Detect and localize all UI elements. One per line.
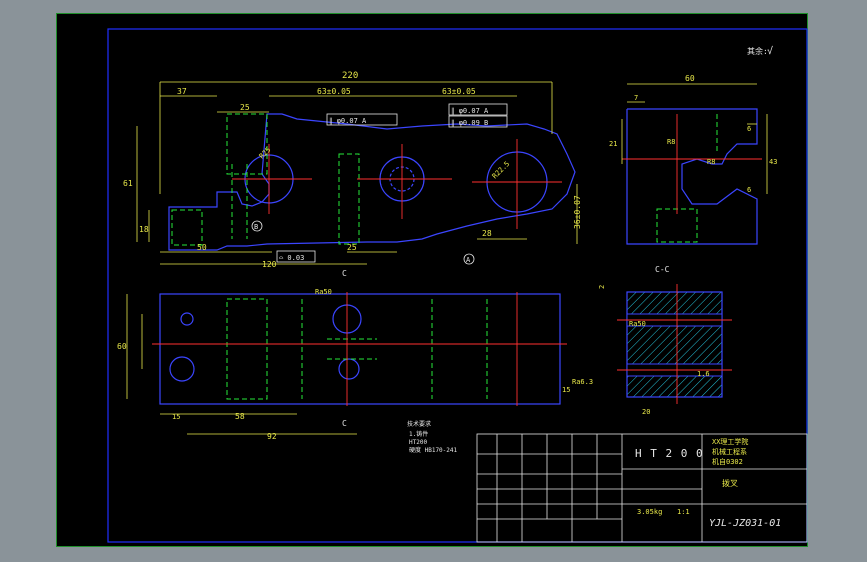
part-name: 拨叉 <box>722 478 738 488</box>
dim-92: 92 <box>267 432 277 441</box>
tech-req-3: 硬度 HB170-241 <box>409 446 458 454</box>
front-dimensions <box>136 81 578 265</box>
front-centerlines <box>232 139 562 229</box>
drawing-frame <box>107 28 808 543</box>
flatness-frame: ⌓ 0.03 <box>279 254 304 262</box>
top-dimensions <box>126 294 357 435</box>
dim-63a: 63±0.05 <box>317 87 351 96</box>
dim-25b: 25 <box>347 243 357 252</box>
dept: 机械工程系 <box>712 447 747 456</box>
drawing-viewport[interactable]: 220 37 63±0.05 63±0.05 25 61 18 50 120 2… <box>56 13 808 547</box>
drawing-number: YJL-JZ031-01 <box>709 518 781 529</box>
dim-58: 58 <box>235 412 245 421</box>
tol-frame-3: ∥ φ0.07 A <box>451 107 489 115</box>
dim-2: 2 <box>598 285 606 289</box>
tech-req-1: 1.铸件 <box>409 430 428 438</box>
material: H T 2 0 0 <box>635 447 704 460</box>
dim-61: 61 <box>123 179 133 188</box>
datum-a-symbol <box>463 253 475 265</box>
side-hidden <box>656 114 718 243</box>
roughness-mark: √ <box>767 45 773 57</box>
dim-r8a: R8 <box>667 138 675 146</box>
dim-15a: 15 <box>172 413 180 421</box>
cut-c-top: C <box>342 269 347 278</box>
top-view <box>159 293 561 405</box>
top-centerlines <box>152 292 567 406</box>
dim-6a: 6 <box>747 125 751 133</box>
dim-37: 37 <box>177 87 187 96</box>
dim-7: 7 <box>634 94 638 102</box>
tech-req-2: HT200 <box>409 439 427 446</box>
section-centerlines <box>617 284 732 404</box>
tol-frame-2: ∥ φ0.09 B <box>451 119 488 127</box>
datum-b-symbol <box>251 220 263 232</box>
dim-36: 36±0.07 <box>573 195 582 229</box>
datum-b: B <box>254 223 258 231</box>
dim-25a: 25 <box>240 103 250 112</box>
side-dimensions <box>621 83 768 194</box>
dim-60-top: 60 <box>117 342 127 351</box>
dim-60: 60 <box>685 74 695 83</box>
dim-50: 50 <box>197 243 207 252</box>
dim-28: 28 <box>482 229 492 238</box>
dim-20: 20 <box>642 408 650 416</box>
roughness-note: 其余: <box>747 46 768 56</box>
dim-63b: 63±0.05 <box>442 87 476 96</box>
top-hidden <box>226 298 488 400</box>
side-centerlines <box>622 114 762 214</box>
cad-drawing: 220 37 63±0.05 63±0.05 25 61 18 50 120 2… <box>107 28 808 543</box>
dim-21: 21 <box>609 140 617 148</box>
title-block-grid <box>476 433 808 543</box>
scale: 1:1 <box>677 508 690 516</box>
ra-50-sec: Ra50 <box>629 320 646 328</box>
dim-overall: 220 <box>342 71 358 81</box>
front-hidden <box>171 113 360 246</box>
tol-frame-1: ∥ φ0.07 A <box>329 117 367 125</box>
section-cc <box>626 291 723 398</box>
school: XX理工学院 <box>712 437 748 446</box>
section-label: C-C <box>655 265 670 274</box>
weight: 3.05kg <box>637 508 662 516</box>
ra-1-6: 1.6 <box>697 370 710 378</box>
ra-50-top: Ra50 <box>315 288 332 296</box>
dim-18: 18 <box>139 225 149 234</box>
tolerance-frames <box>276 103 508 263</box>
side-view <box>626 108 758 245</box>
dim-15b: 15 <box>562 386 570 394</box>
dim-120: 120 <box>262 260 277 269</box>
dim-6b: 6 <box>747 186 751 194</box>
ra-63: Ra6.3 <box>572 378 593 386</box>
cut-c-bottom: C <box>342 419 347 428</box>
class: 机自0302 <box>712 457 743 466</box>
tech-req-title: 技术要求 <box>407 420 431 428</box>
dim-r8b: R8 <box>707 158 715 166</box>
dim-r25: R25 <box>258 146 273 161</box>
dim-43: 43 <box>769 158 777 166</box>
datum-a: A <box>466 256 471 264</box>
